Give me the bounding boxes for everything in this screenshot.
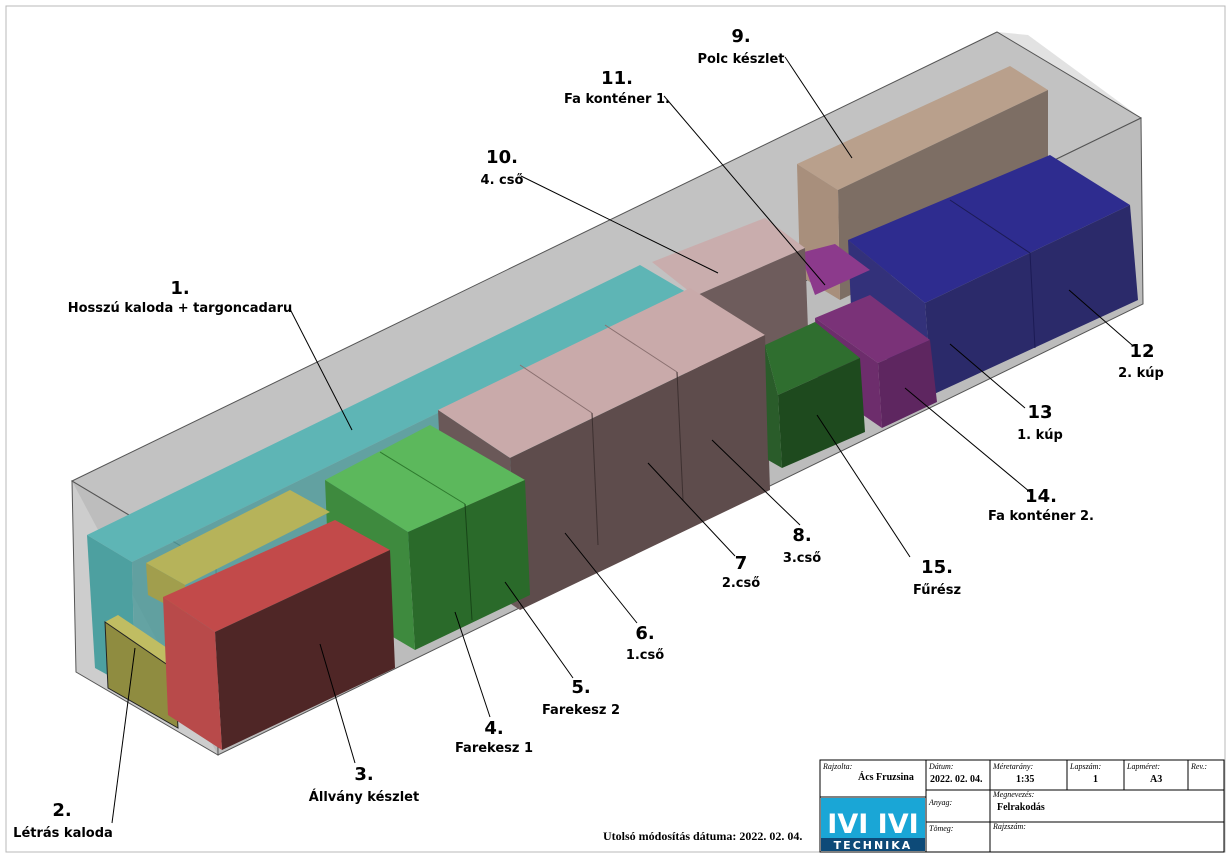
callout-7-number: 7 (735, 553, 748, 574)
drawn-by-value: Ács Fruzsina (858, 771, 914, 783)
callout-13-number: 13 (1027, 402, 1052, 423)
sheet-size-value: A3 (1150, 774, 1162, 785)
cargo-allvany-keszlet (163, 520, 395, 750)
date-value: 2022. 02. 04. (930, 774, 983, 785)
sheet-no-label: Lapszám: (1069, 762, 1101, 771)
cargo-fures (765, 322, 865, 468)
callout-3-number: 3. (354, 764, 373, 785)
name-value: Felrakodás (997, 802, 1045, 813)
sheet-border (5, 5, 1226, 853)
callout-8-label: 3.cső (783, 551, 821, 566)
callout-10-label: 4. cső (481, 173, 524, 188)
callout-1-label: Hosszú kaloda + targoncadaru (68, 301, 293, 316)
callout-5-number: 5. (571, 677, 590, 698)
callout-13-label: 1. kúp (1017, 428, 1063, 443)
callout-11-number: 11. (601, 68, 633, 89)
material-label: Anyag: (928, 798, 952, 807)
drawing-no-label: Rajzszám: (992, 822, 1026, 831)
logo-top-text: IVI IVI (827, 809, 918, 840)
scale-value: 1:35 (1016, 774, 1034, 785)
callout-10-number: 10. (486, 147, 518, 168)
callout-1-number: 1. (170, 278, 189, 299)
name-label: Megnevezés: (992, 790, 1035, 799)
title-block: Rajzolta: Ács Fruzsina Dátum: 2022. 02. … (819, 759, 1225, 853)
callout-8-number: 8. (792, 525, 811, 546)
leader-lines (111, 56, 1133, 824)
company-logo: IVI IVI TECHNIKA (821, 798, 925, 852)
callout-6-number: 6. (635, 623, 654, 644)
logo-bottom-text: TECHNIKA (834, 839, 913, 852)
callout-15-label: Fűrész (913, 583, 961, 598)
drawn-by-label: Rajzolta: (822, 762, 853, 771)
callout-4-number: 4. (484, 718, 503, 739)
date-label: Dátum: (928, 762, 954, 771)
callouts: 1. Hosszú kaloda + targoncadaru 2. Létrá… (13, 26, 1164, 841)
callout-2-number: 2. (52, 800, 71, 821)
callout-9-label: Polc készlet (697, 52, 784, 67)
last-modified-note: Utolsó módosítás dátuma: 2022. 02. 04. (603, 829, 802, 843)
sheet-no-value: 1 (1093, 774, 1098, 785)
callout-15-number: 15. (921, 557, 953, 578)
callout-4-label: Farekesz 1 (455, 741, 533, 756)
callout-11-label: Fa konténer 1. (564, 92, 670, 107)
sheet-size-label: Lapméret: (1126, 762, 1160, 771)
revision-label: Rev.: (1190, 762, 1207, 771)
callout-6-label: 1.cső (626, 648, 664, 663)
callout-2-label: Létrás kaloda (13, 826, 113, 841)
callout-7-label: 2.cső (722, 576, 760, 591)
callout-5-label: Farekesz 2 (542, 703, 620, 718)
callout-9-number: 9. (731, 26, 750, 47)
mass-label: Tömeg: (929, 824, 954, 833)
callout-12-number: 12 (1129, 341, 1154, 362)
callout-12-label: 2. kúp (1118, 366, 1164, 381)
callout-3-label: Állvány készlet (309, 789, 419, 805)
scale-label: Méretarány: (992, 762, 1033, 771)
callout-14-number: 14. (1025, 486, 1057, 507)
callout-14-label: Fa konténer 2. (988, 509, 1094, 524)
